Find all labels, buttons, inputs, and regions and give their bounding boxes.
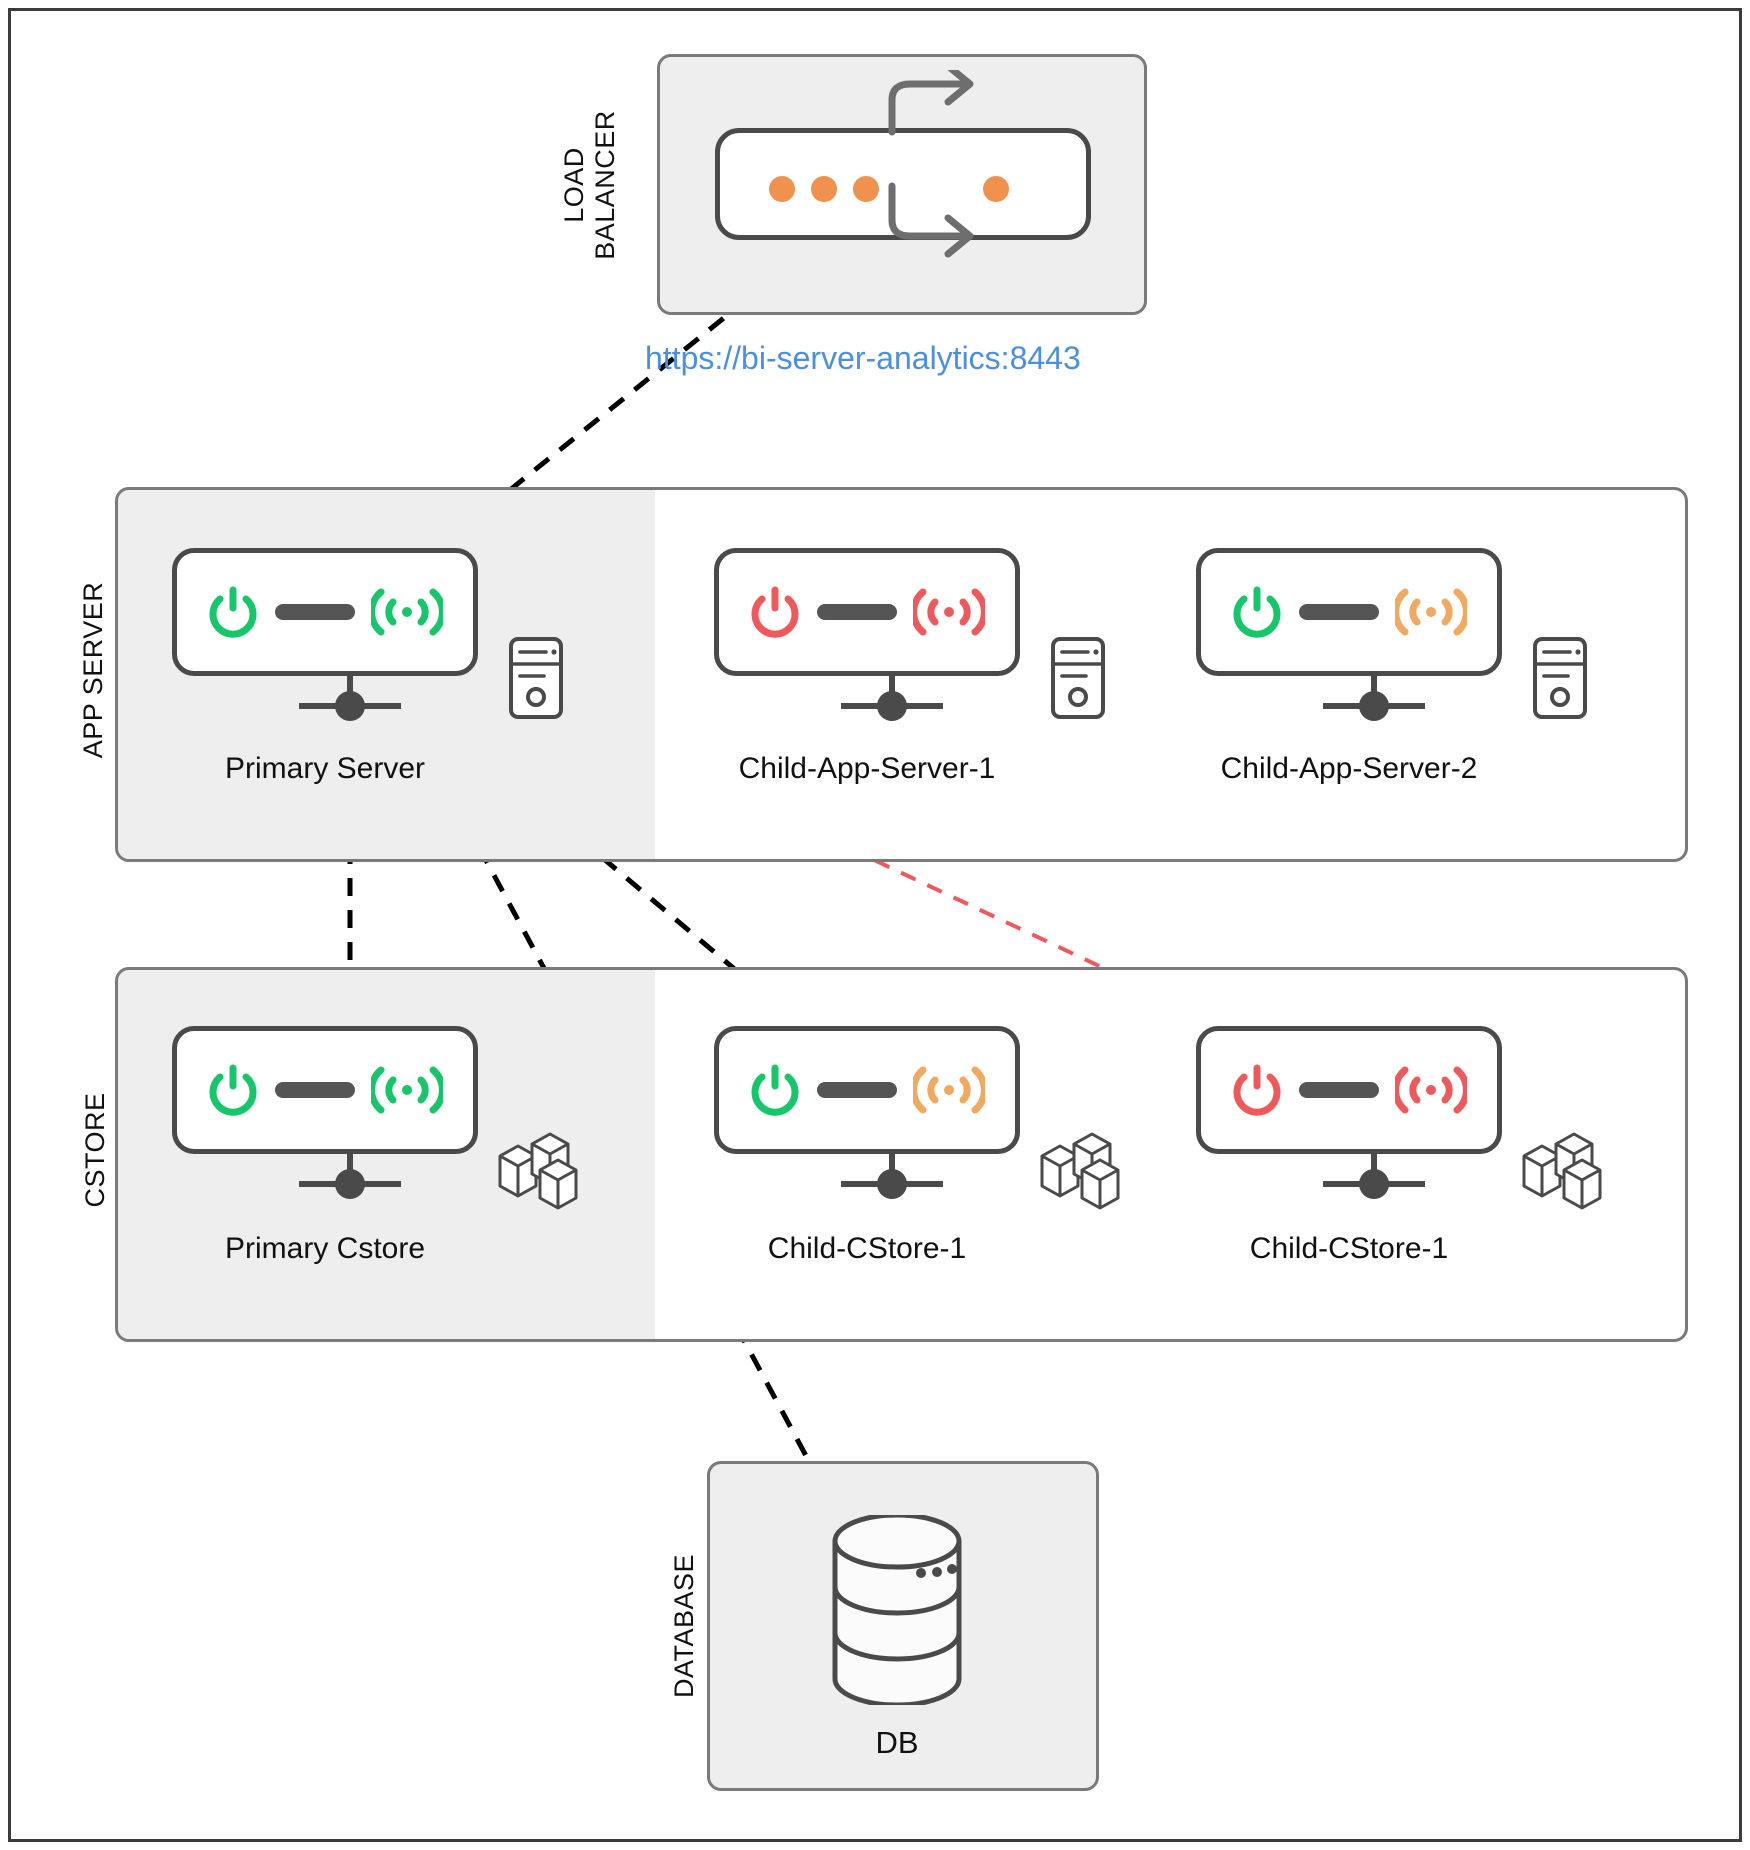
- node-child-app-server-2[interactable]: [1196, 548, 1502, 676]
- lb-dot-3: [853, 176, 879, 202]
- database-cylinder-icon[interactable]: [827, 1515, 967, 1705]
- power-icon: [1233, 1064, 1281, 1116]
- signal-icon: [1395, 1066, 1467, 1114]
- node-status-bar: [817, 1082, 897, 1098]
- band-label-load-balancer: LOAD BALANCER: [559, 110, 621, 260]
- signal-icon: [913, 1066, 985, 1114]
- node-label-child-cstore-1: Child-CStore-1: [767, 1232, 967, 1265]
- lb-dot-4: [983, 176, 1009, 202]
- node-label-primary-server: Primary Server: [224, 752, 426, 785]
- curved-arrow-bottom-right-head-icon: [944, 214, 974, 258]
- node-primary-server[interactable]: [172, 548, 478, 676]
- lb-dot-1: [769, 176, 795, 202]
- lb-dot-2: [811, 176, 837, 202]
- power-icon: [209, 586, 257, 638]
- band-label-cstore: CSTORE: [80, 1092, 110, 1208]
- node-child-app-server-1[interactable]: [714, 548, 1020, 676]
- node-status-bar: [817, 604, 897, 620]
- curved-arrow-bottom-right-icon: [888, 182, 970, 240]
- power-icon: [751, 1064, 799, 1116]
- node-label-primary-cstore: Primary Cstore: [224, 1232, 426, 1265]
- cstore-group: [115, 967, 1688, 1342]
- node-child-cstore-1[interactable]: [714, 1026, 1020, 1154]
- signal-icon: [1395, 588, 1467, 636]
- diagram-outer-frame: [8, 8, 1742, 1842]
- signal-icon: [371, 588, 443, 636]
- signal-icon: [913, 588, 985, 636]
- power-icon: [1233, 586, 1281, 638]
- curved-arrow-top-right-head-icon: [944, 70, 974, 106]
- power-icon: [751, 586, 799, 638]
- node-status-bar: [1299, 1082, 1379, 1098]
- node-label-child-cstore-2: Child-CStore-1: [1249, 1232, 1449, 1265]
- band-label-database: DATABASE: [669, 1553, 699, 1699]
- node-status-bar: [275, 1082, 355, 1098]
- node-label-child-app-server-2: Child-App-Server-2: [1220, 752, 1478, 785]
- node-child-cstore-2[interactable]: [1196, 1026, 1502, 1154]
- node-label-child-app-server-1: Child-App-Server-1: [738, 752, 996, 785]
- node-primary-cstore[interactable]: [172, 1026, 478, 1154]
- curved-arrow-top-right-icon: [888, 80, 970, 136]
- load-balancer-url[interactable]: https://bi-server-analytics:8443: [645, 340, 1081, 376]
- node-status-bar: [1299, 604, 1379, 620]
- load-balancer-arrows: [888, 70, 974, 258]
- band-label-app-server: APP SERVER: [78, 581, 108, 759]
- node-label-database: DB: [875, 1725, 919, 1760]
- node-status-bar: [275, 604, 355, 620]
- signal-icon: [371, 1066, 443, 1114]
- power-icon: [209, 1064, 257, 1116]
